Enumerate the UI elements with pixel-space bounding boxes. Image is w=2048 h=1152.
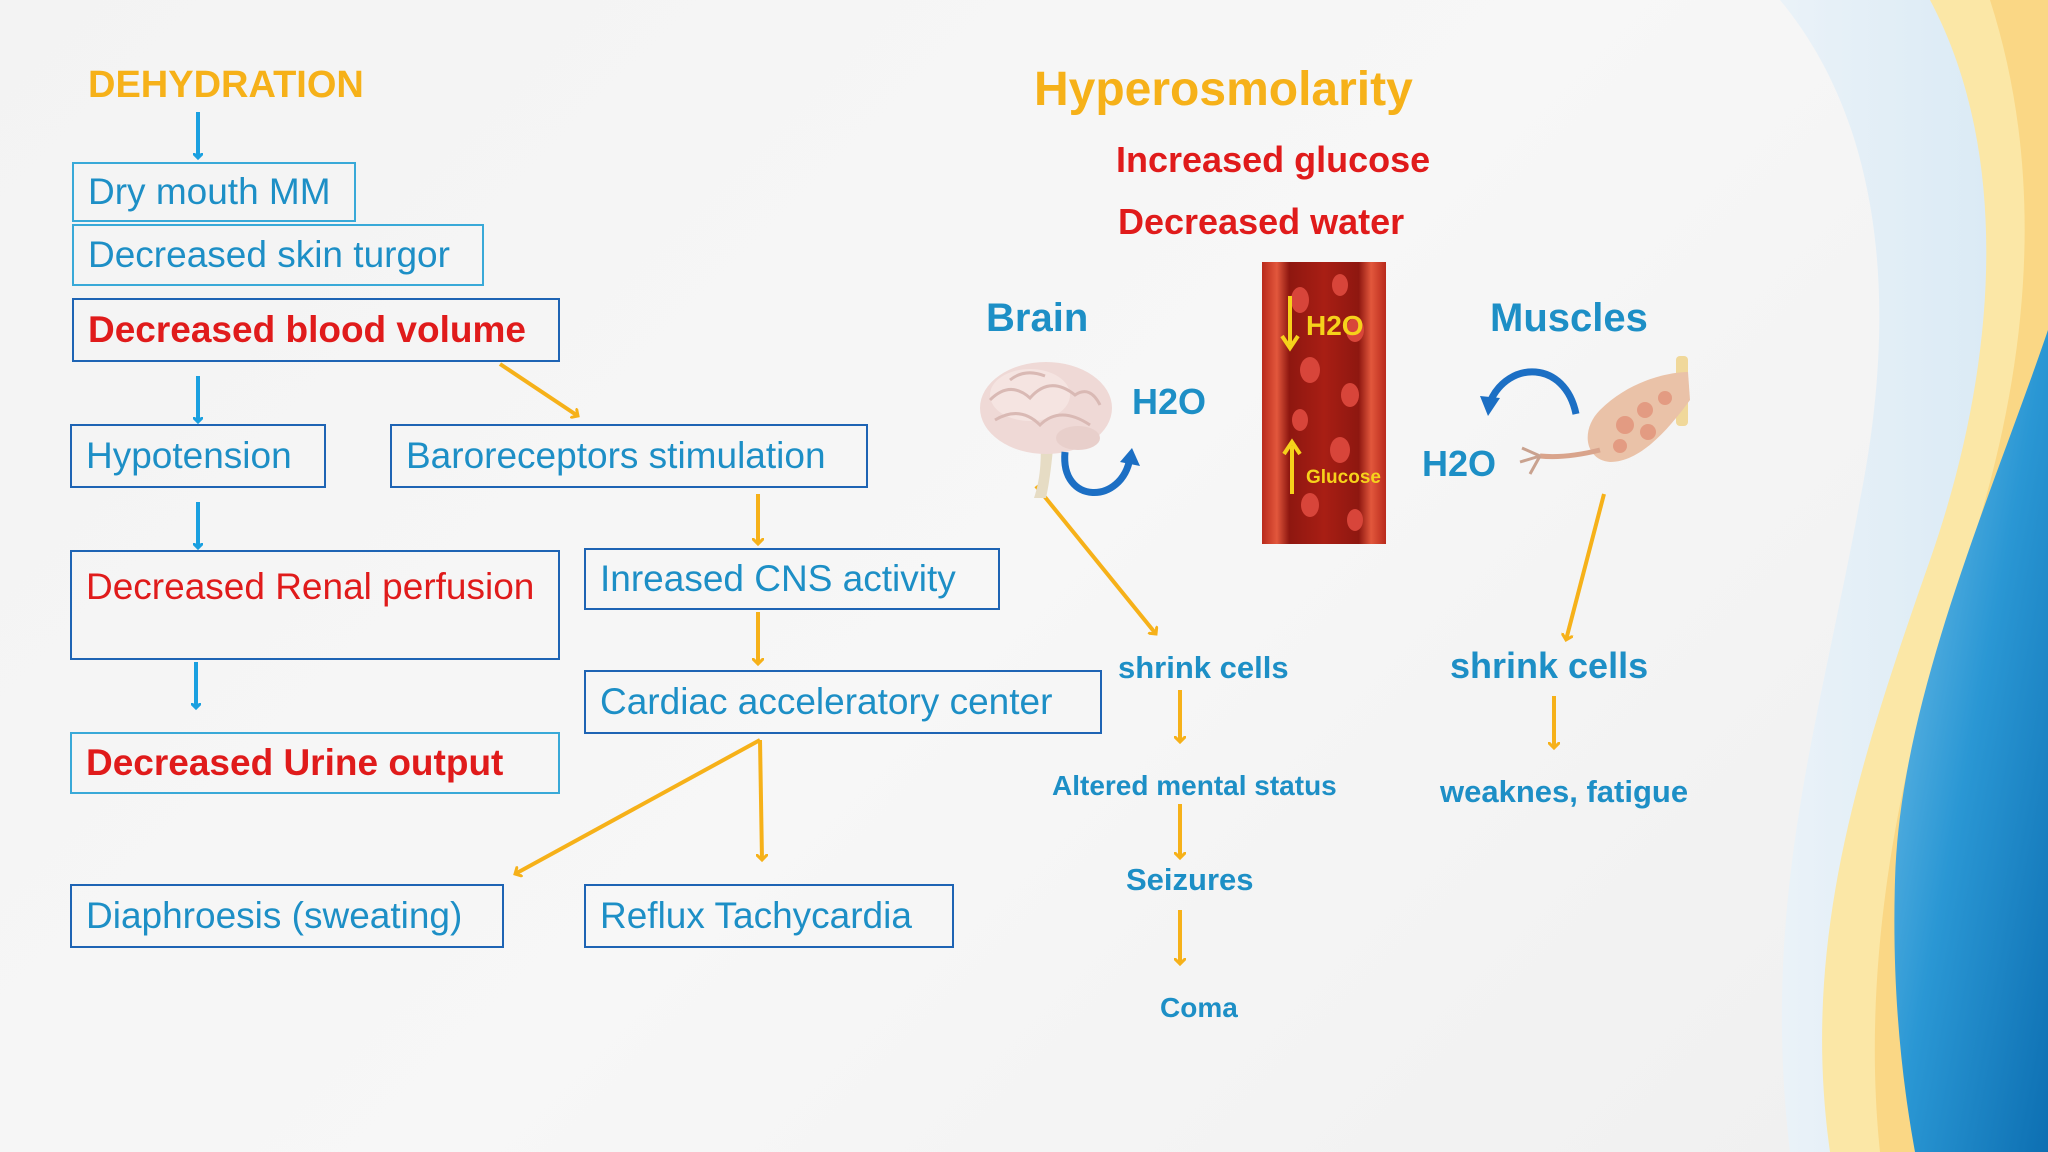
tachycardia-box: Reflux Tachycardia: [584, 884, 954, 948]
cns-activity-box: Inreased CNS activity: [584, 548, 1000, 610]
blood-volume-box: Decreased blood volume: [72, 298, 560, 362]
weakness-fatigue-label: weaknes, fatigue: [1440, 774, 1689, 809]
altered-mental-status-label: Altered mental status: [1052, 770, 1337, 801]
coma-label: Coma: [1160, 992, 1238, 1023]
arrow-to-diaphoresis: [515, 738, 761, 874]
muscle-icon: [1519, 356, 1690, 475]
arrow-to-tachycardia: [760, 739, 762, 860]
blood-vessel-icon: [1262, 262, 1386, 544]
dry-mouth-box: Dry mouth MM: [72, 162, 356, 222]
muscle-shrink-cells-label: shrink cells: [1450, 645, 1649, 686]
vessel-h2o-label: H2O: [1306, 310, 1364, 341]
dehydration-title: DEHYDRATION: [88, 64, 364, 106]
muscles-label: Muscles: [1490, 296, 1648, 340]
brain-label: Brain: [986, 296, 1089, 340]
vessel-glucose-label: Glucose: [1306, 467, 1381, 488]
arrow-brain-to-shrink: [1034, 484, 1156, 634]
hypotension-box: Hypotension: [70, 424, 326, 488]
brain-water-out-arrow: [1061, 451, 1134, 496]
diaphoresis-box: Diaphroesis (sweating): [70, 884, 504, 948]
increased-glucose-label: Increased glucose: [1116, 139, 1431, 180]
hyperosmolarity-title: Hyperosmolarity: [1034, 63, 1413, 116]
decreased-water-label: Decreased water: [1118, 201, 1405, 242]
muscle-water-out-arrow: [1486, 368, 1580, 415]
muscle-h2o-label: H2O: [1422, 443, 1497, 484]
baroreceptors-box: Baroreceptors stimulation: [390, 424, 868, 488]
arrow-muscle-to-shrink: [1566, 493, 1606, 640]
seizures-label: Seizures: [1126, 862, 1254, 897]
arrow-to-baroreceptors: [498, 362, 578, 416]
brain-shrink-cells-label: shrink cells: [1118, 650, 1289, 685]
urine-output-box: Decreased Urine output: [70, 732, 560, 794]
renal-perfusion-box: Decreased Renal perfusion: [70, 550, 560, 660]
brain-h2o-label: H2O: [1132, 381, 1207, 422]
cardiac-center-box: Cardiac acceleratory center: [584, 670, 1102, 734]
brain-icon: [980, 362, 1112, 498]
skin-turgor-box: Decreased skin turgor: [72, 224, 484, 286]
